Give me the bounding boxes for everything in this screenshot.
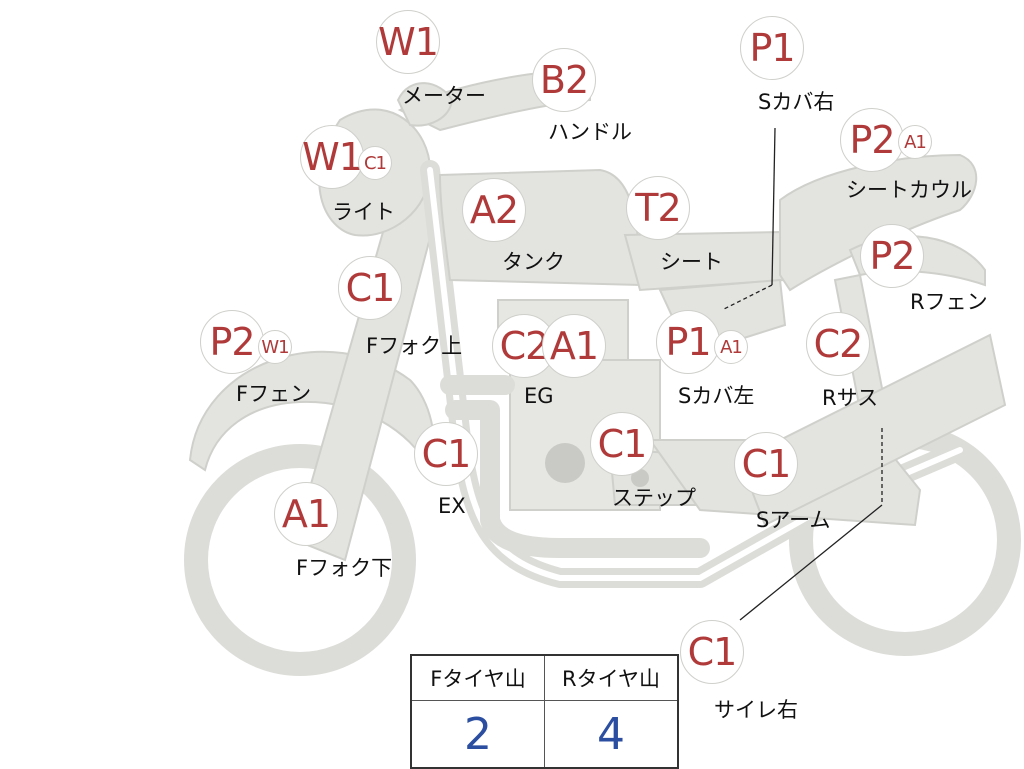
- handle-label: ハンドル: [548, 120, 632, 144]
- seat-code-1: T2: [626, 176, 690, 240]
- light-label: ライト: [332, 200, 395, 224]
- s-cover-left-label: Sカバ左: [678, 384, 755, 408]
- muffler-right-code-1: C1: [680, 620, 744, 684]
- meter-code-1: W1: [376, 10, 440, 74]
- f-fork-upper-label: Fフォク上: [366, 334, 463, 358]
- seat-label: シート: [660, 250, 723, 274]
- leader-s-cover-left: [721, 284, 773, 311]
- f-fork-lower-label: Fフォク下: [296, 556, 393, 580]
- exhaust-shape: [440, 375, 710, 558]
- swing-arm-code-1: C1: [734, 432, 798, 496]
- step-label: ステップ: [612, 486, 696, 510]
- r-suspension-label: Rサス: [822, 386, 879, 410]
- s-cover-left-code-2: A1: [714, 330, 748, 364]
- f-fender-code-1: P2: [200, 310, 264, 374]
- handle-code-1: B2: [532, 48, 596, 112]
- leader-s-cover-right: [771, 127, 776, 286]
- s-cover-left-code-1: P1: [656, 310, 720, 374]
- rear-tire-header: Rタイヤ山: [544, 654, 679, 701]
- muffler-shape: [738, 333, 1007, 527]
- front-tire-value: 2: [410, 700, 545, 769]
- s-cover-right-label: Sカバ右: [758, 90, 835, 114]
- meter-shape: [396, 82, 454, 127]
- r-fender-label: Rフェン: [910, 290, 988, 314]
- muffler-right-label: サイレ右: [714, 698, 798, 722]
- tank-label: タンク: [502, 250, 565, 274]
- light-code-1: W1: [300, 125, 364, 189]
- front-wheel: [184, 444, 416, 676]
- swing-arm-label: Sアーム: [756, 508, 831, 532]
- tire-table-header-row: Fタイヤ山 Rタイヤ山: [410, 654, 679, 701]
- meter-label: メーター: [402, 84, 486, 108]
- step-code-1: C1: [590, 412, 654, 476]
- tank-code-1: A2: [462, 178, 526, 242]
- engine-code-2: A1: [542, 314, 606, 378]
- tire-tread-table: Fタイヤ山 Rタイヤ山 2 4: [410, 654, 679, 769]
- exhaust-label: EX: [438, 494, 466, 518]
- seat-cowl-label: シートカウル: [846, 178, 972, 202]
- rear-tire-value: 4: [544, 700, 679, 769]
- seat-cowl-code-1: P2: [840, 108, 904, 172]
- leader-muffler-diagonal: [739, 504, 883, 621]
- engine-label: EG: [524, 384, 554, 408]
- s-cover-right-code-1: P1: [740, 16, 804, 80]
- tire-table-value-row: 2 4: [410, 700, 679, 769]
- r-suspension-code-1: C2: [806, 312, 870, 376]
- f-fender-label: Fフェン: [236, 382, 312, 406]
- f-fender-code-2: W1: [258, 330, 292, 364]
- light-code-2: C1: [358, 146, 392, 180]
- exhaust-code-1: C1: [414, 422, 478, 486]
- f-fork-lower-code-1: A1: [274, 482, 338, 546]
- front-tire-header: Fタイヤ山: [410, 654, 545, 701]
- r-fender-code-1: P2: [860, 224, 924, 288]
- f-fork-upper-code-1: C1: [338, 256, 402, 320]
- seat-cowl-code-2: A1: [898, 125, 932, 159]
